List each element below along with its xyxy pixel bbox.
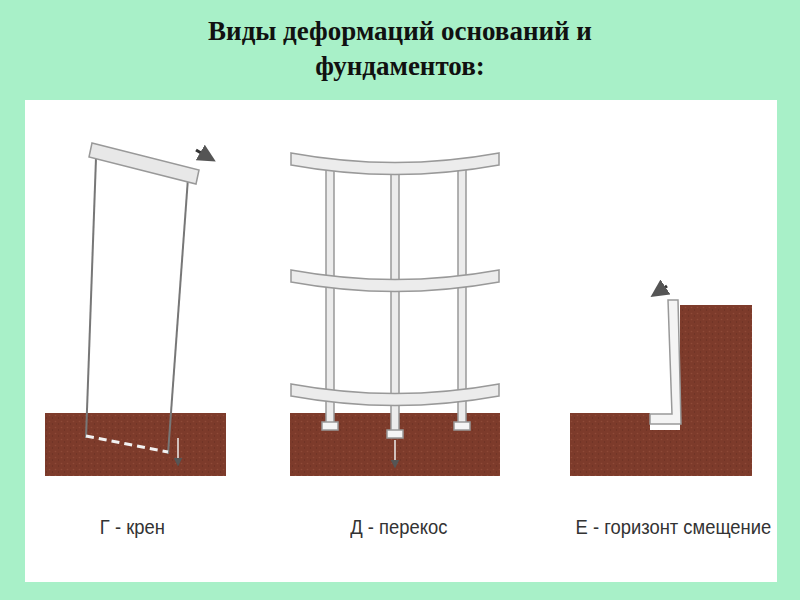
footing-line bbox=[86, 436, 168, 452]
footing bbox=[322, 422, 338, 430]
retaining-wall bbox=[650, 300, 681, 424]
soil bbox=[45, 413, 226, 476]
tilted-beam bbox=[89, 143, 199, 184]
column bbox=[391, 170, 399, 432]
settlement-arrow bbox=[394, 440, 396, 464]
soil bbox=[570, 305, 752, 476]
beam bbox=[291, 153, 499, 175]
column bbox=[326, 162, 334, 424]
column bbox=[458, 162, 466, 424]
beam bbox=[291, 270, 499, 292]
footing bbox=[387, 430, 403, 438]
settlement-arrow bbox=[177, 438, 179, 462]
footing bbox=[454, 422, 470, 430]
column bbox=[86, 158, 96, 438]
caption-label: Д - перекос bbox=[351, 516, 448, 539]
beam bbox=[291, 384, 499, 406]
diagram-title: Виды деформаций оснований и фундаментов: bbox=[150, 14, 650, 84]
column bbox=[168, 178, 188, 454]
caption-label: Г - крен bbox=[100, 516, 165, 539]
tilt-arrow bbox=[196, 150, 208, 157]
caption-label: Е - горизонт смещение bbox=[576, 516, 772, 539]
shift-arrow bbox=[658, 286, 667, 292]
